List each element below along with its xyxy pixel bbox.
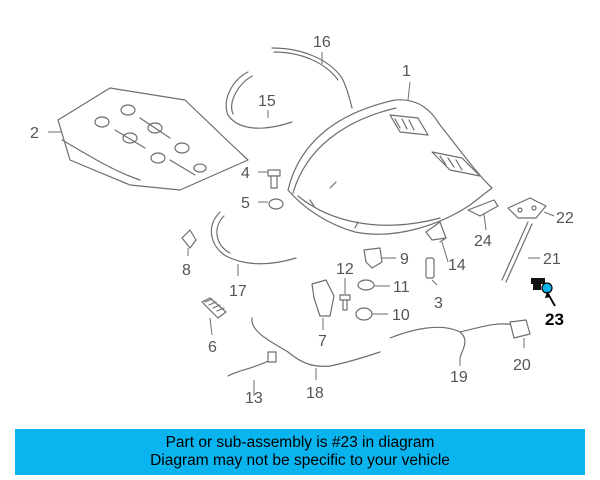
- callout-11: 11: [393, 279, 410, 296]
- gas-strut-21: [501, 221, 533, 283]
- grommet-11: [357, 279, 375, 291]
- hood-seal-rear: [271, 47, 353, 109]
- callout-23: 23: [545, 310, 564, 329]
- cable-19: [389, 323, 519, 359]
- banner-line-part-number: Part or sub-assembly is #23 in diagram: [165, 434, 435, 451]
- hood-insulator: [57, 87, 249, 191]
- callout-10: 10: [392, 307, 410, 324]
- callout-12: 12: [336, 261, 354, 278]
- bolt-23: [531, 278, 553, 294]
- callout-24: 24: [474, 233, 492, 250]
- callout-17: 17: [229, 283, 247, 300]
- seal-strip-17-inner: [216, 215, 231, 254]
- callout-6: 6: [208, 339, 217, 356]
- seal-strip-17: [210, 211, 297, 265]
- release-handle-13: [227, 351, 277, 377]
- banner-line-disclaimer: Diagram may not be specific to your vehi…: [150, 452, 450, 469]
- hinge-22: [507, 197, 547, 219]
- callout-1: 1: [402, 63, 411, 80]
- callout-16: 16: [313, 34, 331, 51]
- latch-20: [509, 319, 531, 339]
- cap-10: [355, 307, 373, 321]
- callout-19: 19: [450, 369, 468, 386]
- bolt-4: [267, 169, 281, 189]
- callout-22: 22: [556, 210, 574, 227]
- callout-15: 15: [258, 93, 276, 110]
- grommet-5: [268, 198, 284, 210]
- callout-13: 13: [245, 390, 263, 407]
- hood-seal-front: [225, 71, 293, 129]
- hood-panel: [287, 99, 493, 235]
- callout-2: 2: [30, 125, 39, 142]
- latch-bracket-24: [467, 199, 499, 217]
- callout-20: 20: [513, 357, 531, 374]
- bracket-14: [425, 221, 447, 243]
- spring-damper-6: [201, 297, 227, 319]
- screw-12: [339, 294, 351, 311]
- release-cable-18: [251, 317, 381, 367]
- callout-18: 18: [306, 385, 324, 402]
- parts-diagram: 1 2 3 4 5 6 7 8 9 10 11 12 13 14 15 16 1…: [30, 34, 574, 407]
- hood-seal-front-inner: [231, 75, 253, 115]
- callout-9: 9: [400, 251, 409, 268]
- bracket-7: [311, 279, 335, 317]
- callout-7: 7: [318, 333, 327, 350]
- callout-3: 3: [434, 295, 443, 312]
- hood-seal-rear-inner: [273, 51, 339, 81]
- info-banner: Part or sub-assembly is #23 in diagram D…: [15, 429, 585, 475]
- callout-4: 4: [241, 165, 250, 182]
- buffer-3: [425, 257, 435, 279]
- leader-lines: [48, 52, 556, 396]
- clip-9: [363, 247, 383, 269]
- callout-21: 21: [543, 251, 561, 268]
- callout-8: 8: [182, 262, 191, 279]
- callout-5: 5: [241, 195, 250, 212]
- bumper-stop-8: [181, 229, 197, 249]
- callout-14: 14: [448, 257, 466, 274]
